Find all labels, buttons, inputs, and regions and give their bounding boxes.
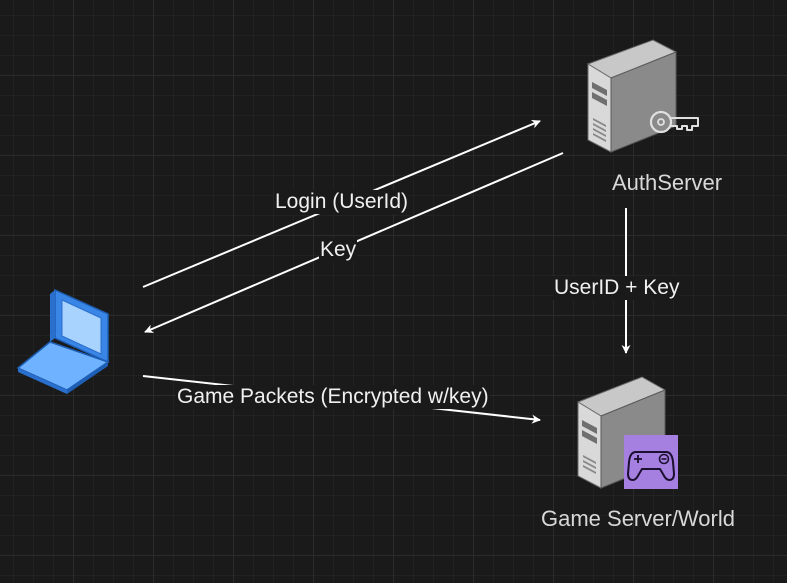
edge-label-login: Login (UserId) xyxy=(274,190,410,214)
edge-label-key: Key xyxy=(319,238,358,262)
edge-label-game-packets: Game Packets (Encrypted w/key) xyxy=(176,385,490,409)
edge-label-auth-to-game: UserID + Key xyxy=(553,276,681,300)
game-server-label: Game Server/World xyxy=(541,506,735,531)
auth-server-label: AuthServer xyxy=(612,170,723,195)
